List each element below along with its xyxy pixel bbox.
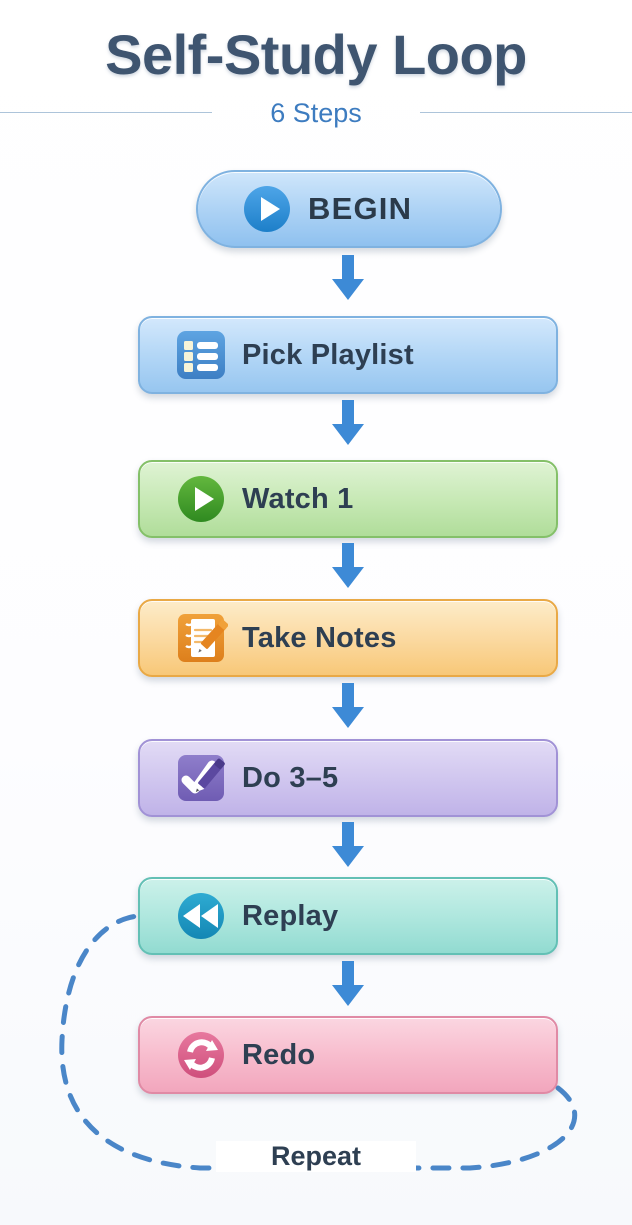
flow-node-label: Redo: [242, 1038, 316, 1071]
play-circle-icon: [240, 182, 294, 236]
play-circle-icon: [174, 472, 228, 526]
playlist-icon: [174, 328, 228, 382]
flow-node-label: Take Notes: [242, 621, 397, 654]
flow-node-begin[interactable]: BEGIN: [196, 170, 502, 248]
flow-node-replay[interactable]: Replay: [138, 877, 558, 955]
connector-arrow-down: [331, 400, 365, 446]
flow-node-label: Pick Playlist: [242, 338, 414, 371]
page-title: Self-Study Loop: [105, 23, 527, 86]
connector-arrow-down: [331, 683, 365, 729]
notepad-pencil-icon: [174, 611, 228, 665]
flow-node-label: BEGIN: [308, 191, 413, 226]
check-pencil-icon: [174, 751, 228, 805]
flow-node-redo[interactable]: Redo: [138, 1016, 558, 1094]
flow-node-label: Watch 1: [242, 482, 354, 515]
divider-right: [420, 112, 632, 113]
flow-node-watch-1[interactable]: Watch 1: [138, 460, 558, 538]
subtitle-row: 6 Steps: [0, 98, 632, 142]
step-count-subtitle: 6 Steps: [270, 98, 362, 128]
flow-node-take-notes[interactable]: Take Notes: [138, 599, 558, 677]
flow-node-label: Do 3–5: [242, 761, 339, 794]
flow-node-do-3-5[interactable]: Do 3–5: [138, 739, 558, 817]
flow-node-label: Replay: [242, 899, 339, 932]
connector-arrow-down: [331, 255, 365, 301]
connector-arrow-down: [331, 543, 365, 589]
repeat-loop-label: Repeat: [216, 1141, 416, 1172]
flow-node-pick-playlist[interactable]: Pick Playlist: [138, 316, 558, 394]
refresh-circle-icon: [174, 1028, 228, 1082]
header: Self-Study Loop 6 Steps: [0, 0, 632, 150]
divider-left: [0, 112, 212, 113]
rewind-icon: [174, 889, 228, 943]
connector-arrow-down: [331, 961, 365, 1007]
connector-arrow-down: [331, 822, 365, 868]
